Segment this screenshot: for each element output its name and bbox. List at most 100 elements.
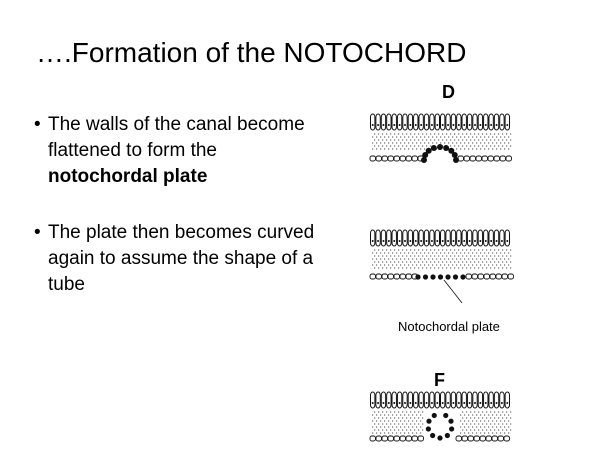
mesoderm-dot	[426, 255, 428, 257]
mesoderm-dot	[484, 148, 486, 150]
cell-nucleus	[474, 402, 476, 404]
mesoderm-dot	[390, 249, 392, 251]
mesoderm-dot	[424, 252, 426, 254]
mesoderm-dot	[496, 432, 498, 434]
mesoderm-dot	[504, 148, 506, 150]
mesoderm-dot	[478, 249, 480, 251]
mesoderm-dot	[474, 261, 476, 263]
endoderm-cell	[399, 435, 406, 442]
mesoderm-dot	[384, 258, 386, 260]
mesoderm-dot	[490, 249, 492, 251]
mesoderm-dot	[422, 417, 424, 419]
mesoderm-dot	[476, 420, 478, 422]
mesoderm-dot	[458, 255, 460, 257]
mesoderm-dot	[508, 414, 510, 416]
mesoderm-dot	[432, 142, 434, 144]
cell-nucleus	[398, 124, 401, 126]
mesoderm-dot	[496, 142, 498, 144]
mesoderm-dot	[462, 261, 464, 263]
mesoderm-dot	[374, 423, 376, 425]
ectoderm-cell	[504, 113, 511, 131]
mesoderm-dot	[502, 145, 504, 147]
mesoderm-dot	[488, 426, 490, 428]
mesoderm-dot	[434, 255, 436, 257]
cell-nucleus	[500, 240, 503, 242]
ectoderm-cell	[450, 229, 457, 247]
mesoderm-dot	[468, 136, 470, 138]
mesoderm-dot	[376, 258, 378, 260]
endoderm-cell	[411, 155, 418, 162]
mesoderm-dot	[420, 264, 422, 266]
mesoderm-dot	[510, 423, 512, 425]
mesoderm-dot	[510, 139, 512, 141]
mesoderm-dot	[386, 429, 388, 431]
mesoderm-dot	[430, 255, 432, 257]
mesoderm-dot	[410, 139, 412, 141]
endoderm-cell	[375, 435, 382, 442]
ectoderm-cell	[477, 113, 484, 131]
mesoderm-dot	[408, 414, 410, 416]
cell-nucleus	[506, 402, 509, 404]
ectoderm-cell	[461, 113, 467, 131]
mesoderm-dot	[414, 261, 416, 263]
mesoderm-dot	[452, 142, 454, 144]
mesoderm-dot	[426, 249, 428, 251]
mesoderm-dot	[506, 133, 508, 135]
mesoderm-dot	[428, 136, 430, 138]
mesoderm-dot	[392, 432, 394, 434]
endoderm-cell	[465, 273, 472, 280]
mesoderm-dot	[410, 267, 412, 269]
mesoderm-dot	[384, 432, 386, 434]
mesoderm-dot	[402, 261, 404, 263]
mesoderm-dot	[416, 258, 418, 260]
mesoderm-dot	[500, 252, 502, 254]
endoderm-cell	[499, 155, 506, 162]
ectoderm-cell	[391, 113, 397, 131]
ectoderm-cell	[423, 391, 430, 409]
mesoderm-dot	[450, 261, 452, 263]
mesoderm-dot	[492, 414, 494, 416]
mesoderm-dot	[500, 136, 502, 138]
panel-e-diagram	[369, 229, 514, 304]
cell-nucleus	[463, 124, 466, 126]
mesoderm-dot	[388, 426, 390, 428]
ectoderm-cell	[418, 113, 424, 131]
mesoderm-dot	[510, 429, 512, 431]
mesoderm-dot	[430, 267, 432, 269]
mesoderm-dot	[420, 432, 422, 434]
mesoderm-dot	[466, 423, 468, 425]
mesoderm-dot	[482, 423, 484, 425]
mesoderm-dot	[398, 423, 400, 425]
cell-nucleus	[457, 124, 460, 126]
mesoderm-dot	[500, 414, 502, 416]
cell-nucleus	[452, 124, 455, 126]
mesoderm-dot	[374, 417, 376, 419]
mesoderm-dot	[416, 136, 418, 138]
mesoderm-dot	[466, 145, 468, 147]
mesoderm-dot	[378, 429, 380, 431]
mesoderm-dot	[446, 261, 448, 263]
mesoderm-dot	[462, 145, 464, 147]
mesoderm-dot	[422, 423, 424, 425]
mesoderm-dot	[476, 414, 478, 416]
cell-nucleus	[393, 402, 396, 404]
cell-nucleus	[404, 402, 406, 404]
mesoderm-dot	[460, 258, 462, 260]
mesoderm-dot	[452, 252, 454, 254]
mesoderm-dot	[390, 417, 392, 419]
mesoderm-dot	[380, 148, 382, 150]
mesoderm-dot	[412, 264, 414, 266]
mesoderm-dot	[382, 255, 384, 257]
mesoderm-dot	[384, 136, 386, 138]
mesoderm-dot	[372, 148, 374, 150]
mesoderm-dot	[466, 417, 468, 419]
mesoderm-dot	[402, 249, 404, 251]
cell-nucleus	[393, 240, 396, 242]
mesoderm-dot	[432, 136, 434, 138]
mesoderm-dot	[448, 142, 450, 144]
mesoderm-dot	[504, 258, 506, 260]
endoderm-cell	[405, 155, 412, 162]
notochord-cell	[443, 144, 450, 151]
mesoderm-dot	[496, 148, 498, 150]
endoderm-cell	[483, 273, 490, 280]
